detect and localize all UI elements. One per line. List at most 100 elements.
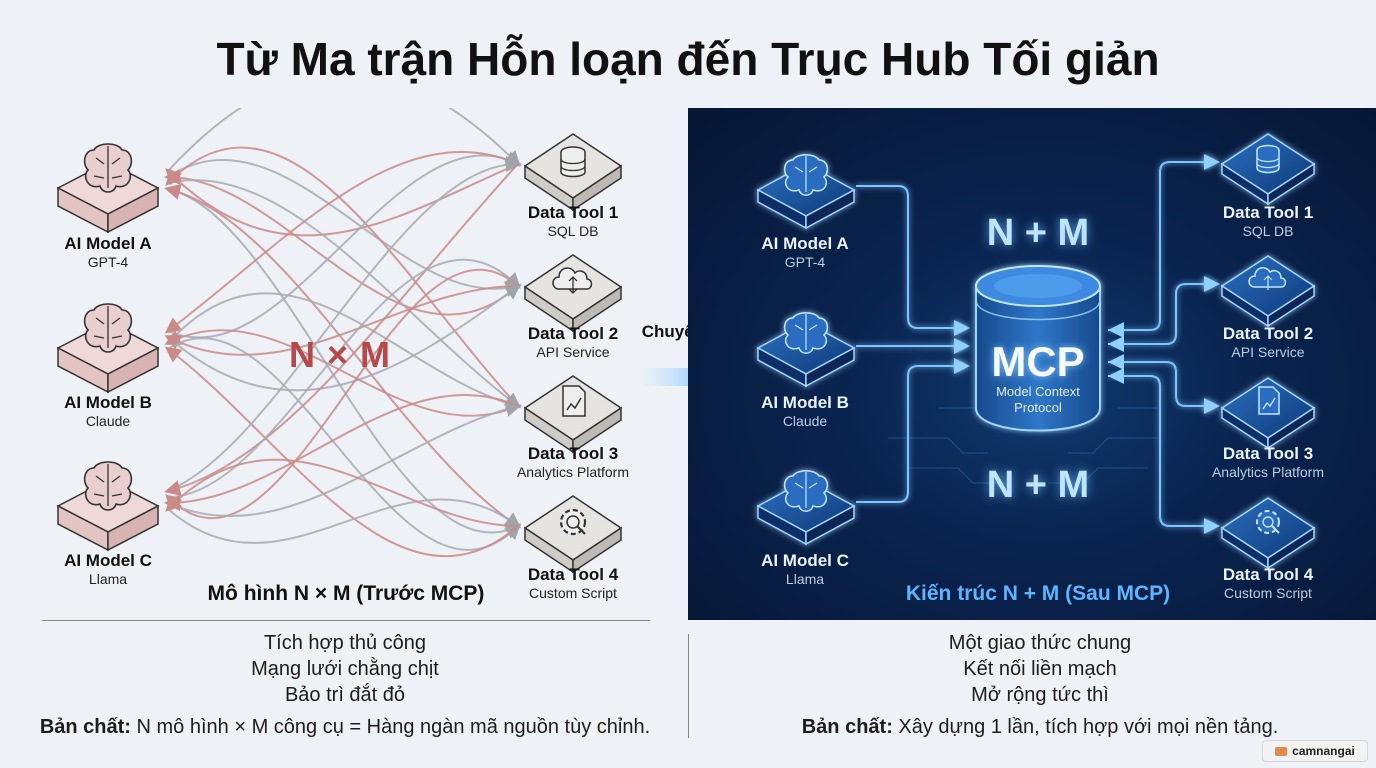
tool-1-name: Data Tool 1 — [527, 203, 619, 222]
tool-4-name-r: Data Tool 4 — [1222, 565, 1314, 584]
mcp-hub-cylinder — [975, 265, 1101, 432]
tool-3-name: Data Tool 3 — [527, 444, 619, 463]
model-b-sub: Claude — [85, 413, 131, 429]
chaos-connection — [167, 179, 522, 409]
brain-icon — [783, 470, 829, 512]
chaos-connections — [56, 108, 623, 574]
tool-4-sub: Custom Script — [529, 585, 617, 601]
tool-3-name-r: Data Tool 3 — [1222, 444, 1314, 463]
chaos-connection — [167, 156, 522, 492]
left-essence-text: N mô hình × M công cụ = Hàng ngàn mã ngu… — [130, 716, 651, 738]
tool-4-name: Data Tool 4 — [527, 565, 619, 584]
chaos-connection — [164, 163, 519, 496]
brain-icon — [783, 154, 829, 196]
right-essence-text: Xây dựng 1 lần, tích hợp với mọi nền tản… — [892, 716, 1279, 738]
tool-1-name-r: Data Tool 1 — [1222, 203, 1314, 222]
model-c-label: AI Model C Llama — [33, 551, 183, 588]
tool-2-cube — [523, 254, 623, 333]
chaos-connection — [165, 268, 519, 519]
right-diagram: N + M N + M MCP Model Context Protocol A… — [688, 108, 1376, 620]
tool-3-cube — [523, 375, 623, 454]
chaos-connection — [164, 346, 519, 558]
tool-2-label: Data Tool 2 API Service — [498, 324, 648, 361]
left-diagram: AI Model A GPT-4 AI Model B Claude AI Mo… — [0, 108, 688, 620]
chaos-connection — [167, 283, 522, 392]
left-summary-line-2: Mạng lưới chằng chịt — [251, 658, 439, 680]
left-summary: Tích hợp thủ công Mạng lưới chằng chịt B… — [0, 630, 690, 708]
left-summary-line-3: Bảo trì đắt đỏ — [284, 684, 406, 706]
model-a-cube-r — [756, 154, 856, 230]
chaos-connection — [164, 329, 519, 417]
tool-2-sub: API Service — [536, 344, 610, 360]
model-a-name-r: AI Model A — [761, 234, 849, 253]
right-summary-line-1: Một giao thức chung — [948, 632, 1132, 654]
right-caption: Kiến trúc N + M (Sau MCP) — [905, 582, 1171, 605]
model-a-cube — [56, 143, 160, 234]
tool-2-cube-r — [1220, 255, 1316, 328]
chaos-connection — [167, 258, 521, 498]
left-caption: Mô hình N × M (Trước MCP) — [207, 582, 485, 605]
tool-1-label: Data Tool 1 SQL DB — [498, 203, 648, 240]
left-essence-label: Bản chất: — [39, 716, 131, 738]
tool-1-sub-r: SQL DB — [1242, 223, 1294, 239]
model-c-cube-r — [756, 470, 856, 546]
model-b-name: AI Model B — [64, 393, 152, 412]
model-b-sub-r: Claude — [782, 413, 828, 429]
tool-4-cube-r — [1220, 497, 1316, 570]
chaos-connection — [165, 146, 519, 407]
chaos-connection — [164, 184, 519, 527]
model-a-sub: GPT-4 — [87, 254, 129, 270]
watermark-badge[interactable]: camnangai — [1262, 740, 1368, 762]
tool-3-cube-r — [1220, 377, 1316, 450]
chaos-connection — [165, 458, 519, 527]
database-icon — [560, 146, 586, 178]
chaos-connection — [164, 394, 519, 511]
chaos-connection — [164, 151, 519, 334]
tool-3-sub-r: Analytics Platform — [1211, 464, 1325, 480]
chaos-connection — [167, 498, 522, 544]
chaos-connection — [164, 169, 519, 316]
nxm-label: N × M — [288, 334, 391, 375]
model-b-name-r: AI Model B — [761, 393, 849, 412]
tool-1-label-r: Data Tool 1 SQL DB — [1193, 203, 1343, 240]
tool-2-name-r: Data Tool 2 — [1222, 324, 1314, 343]
chaos-connection — [167, 151, 522, 339]
chaos-connection — [165, 163, 519, 237]
circuit-traces — [888, 407, 1158, 484]
model-b-cube — [56, 303, 160, 394]
model-c-sub: Llama — [88, 571, 128, 587]
left-summary-line-1: Tích hợp thủ công — [263, 632, 427, 654]
gear-icon — [559, 508, 587, 536]
brain-icon — [783, 312, 829, 354]
model-b-label: AI Model B Claude — [33, 393, 183, 430]
tool-3-sub: Analytics Platform — [516, 464, 630, 480]
tool-2-label-r: Data Tool 2 API Service — [1193, 324, 1343, 361]
model-c-cube — [56, 461, 160, 552]
model-c-sub-r: Llama — [785, 571, 825, 587]
tool-4-cube — [523, 495, 623, 574]
tool-1-cube — [523, 133, 623, 212]
tool-4-label: Data Tool 4 Custom Script — [498, 565, 648, 602]
document-chart-icon — [1258, 386, 1280, 415]
right-summary-line-2: Kết nối liền mạch — [963, 658, 1117, 680]
tool-2-name: Data Tool 2 — [527, 324, 619, 343]
tool-2-sub-r: API Service — [1231, 344, 1305, 360]
database-icon — [1256, 144, 1280, 174]
chaos-connection — [167, 292, 522, 411]
chaos-connection — [167, 188, 522, 539]
mcp-hub-subtitle: Model Context Protocol — [996, 384, 1080, 415]
model-a-sub-r: GPT-4 — [784, 254, 826, 270]
model-b-cube-r — [756, 312, 856, 388]
model-b-label-r: AI Model B Claude — [730, 393, 880, 430]
n-plus-m-bottom: N + M — [986, 464, 1090, 506]
cloud-icon — [1248, 267, 1287, 290]
book-icon — [1275, 747, 1288, 756]
left-divider — [42, 620, 650, 621]
watermark-text: camnangai — [1292, 744, 1355, 758]
tool-1-cube-r — [1220, 133, 1316, 206]
model-a-label: AI Model A GPT-4 — [33, 234, 183, 271]
n-plus-m-top: N + M — [986, 212, 1090, 254]
tool-4-label-r: Data Tool 4 Custom Script — [1193, 565, 1343, 602]
chaos-connection — [167, 159, 522, 297]
model-c-label-r: AI Model C Llama — [730, 551, 880, 588]
